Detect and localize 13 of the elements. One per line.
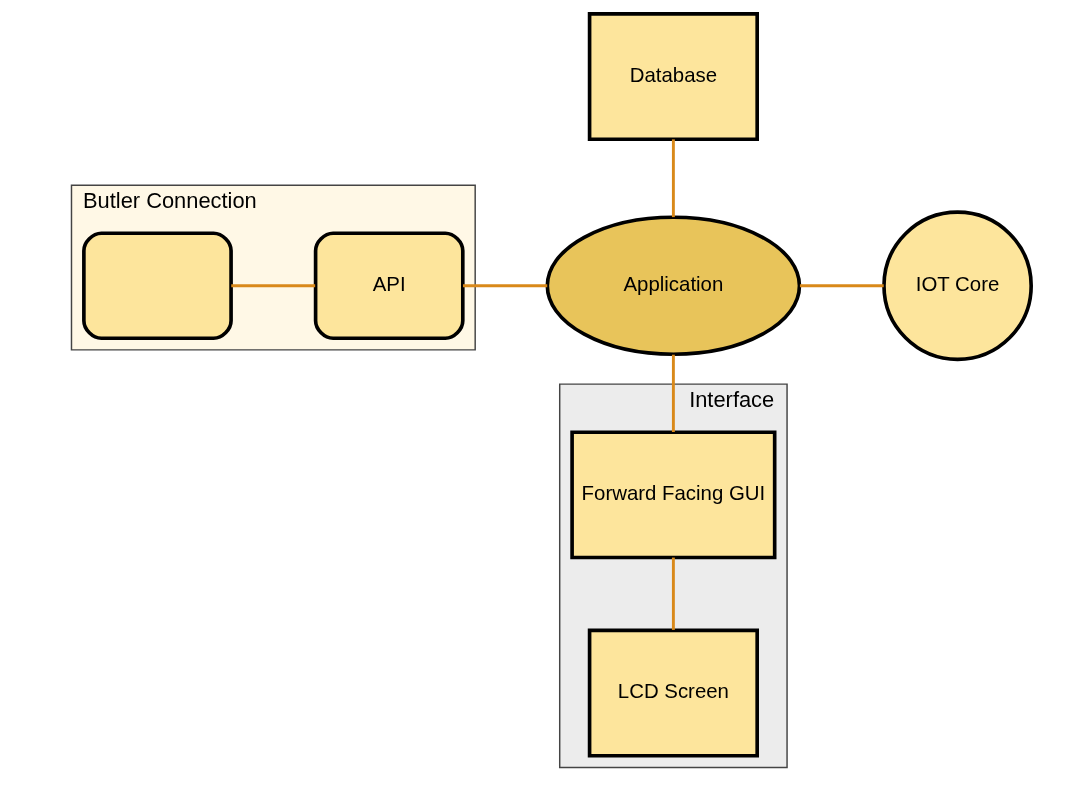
node-box [81,231,233,340]
connector [230,284,315,288]
connector [799,284,884,288]
connector [671,139,675,218]
node-box: LCD Screen [587,628,759,758]
node-box: Forward Facing GUI [569,430,776,560]
connector [671,557,675,630]
node-box: API [313,231,465,340]
node-circle: IOT Core [881,210,1033,362]
node-ellipse: Application [545,215,801,357]
connector [671,354,675,432]
node-box: Database [587,12,759,142]
connector [462,284,547,288]
